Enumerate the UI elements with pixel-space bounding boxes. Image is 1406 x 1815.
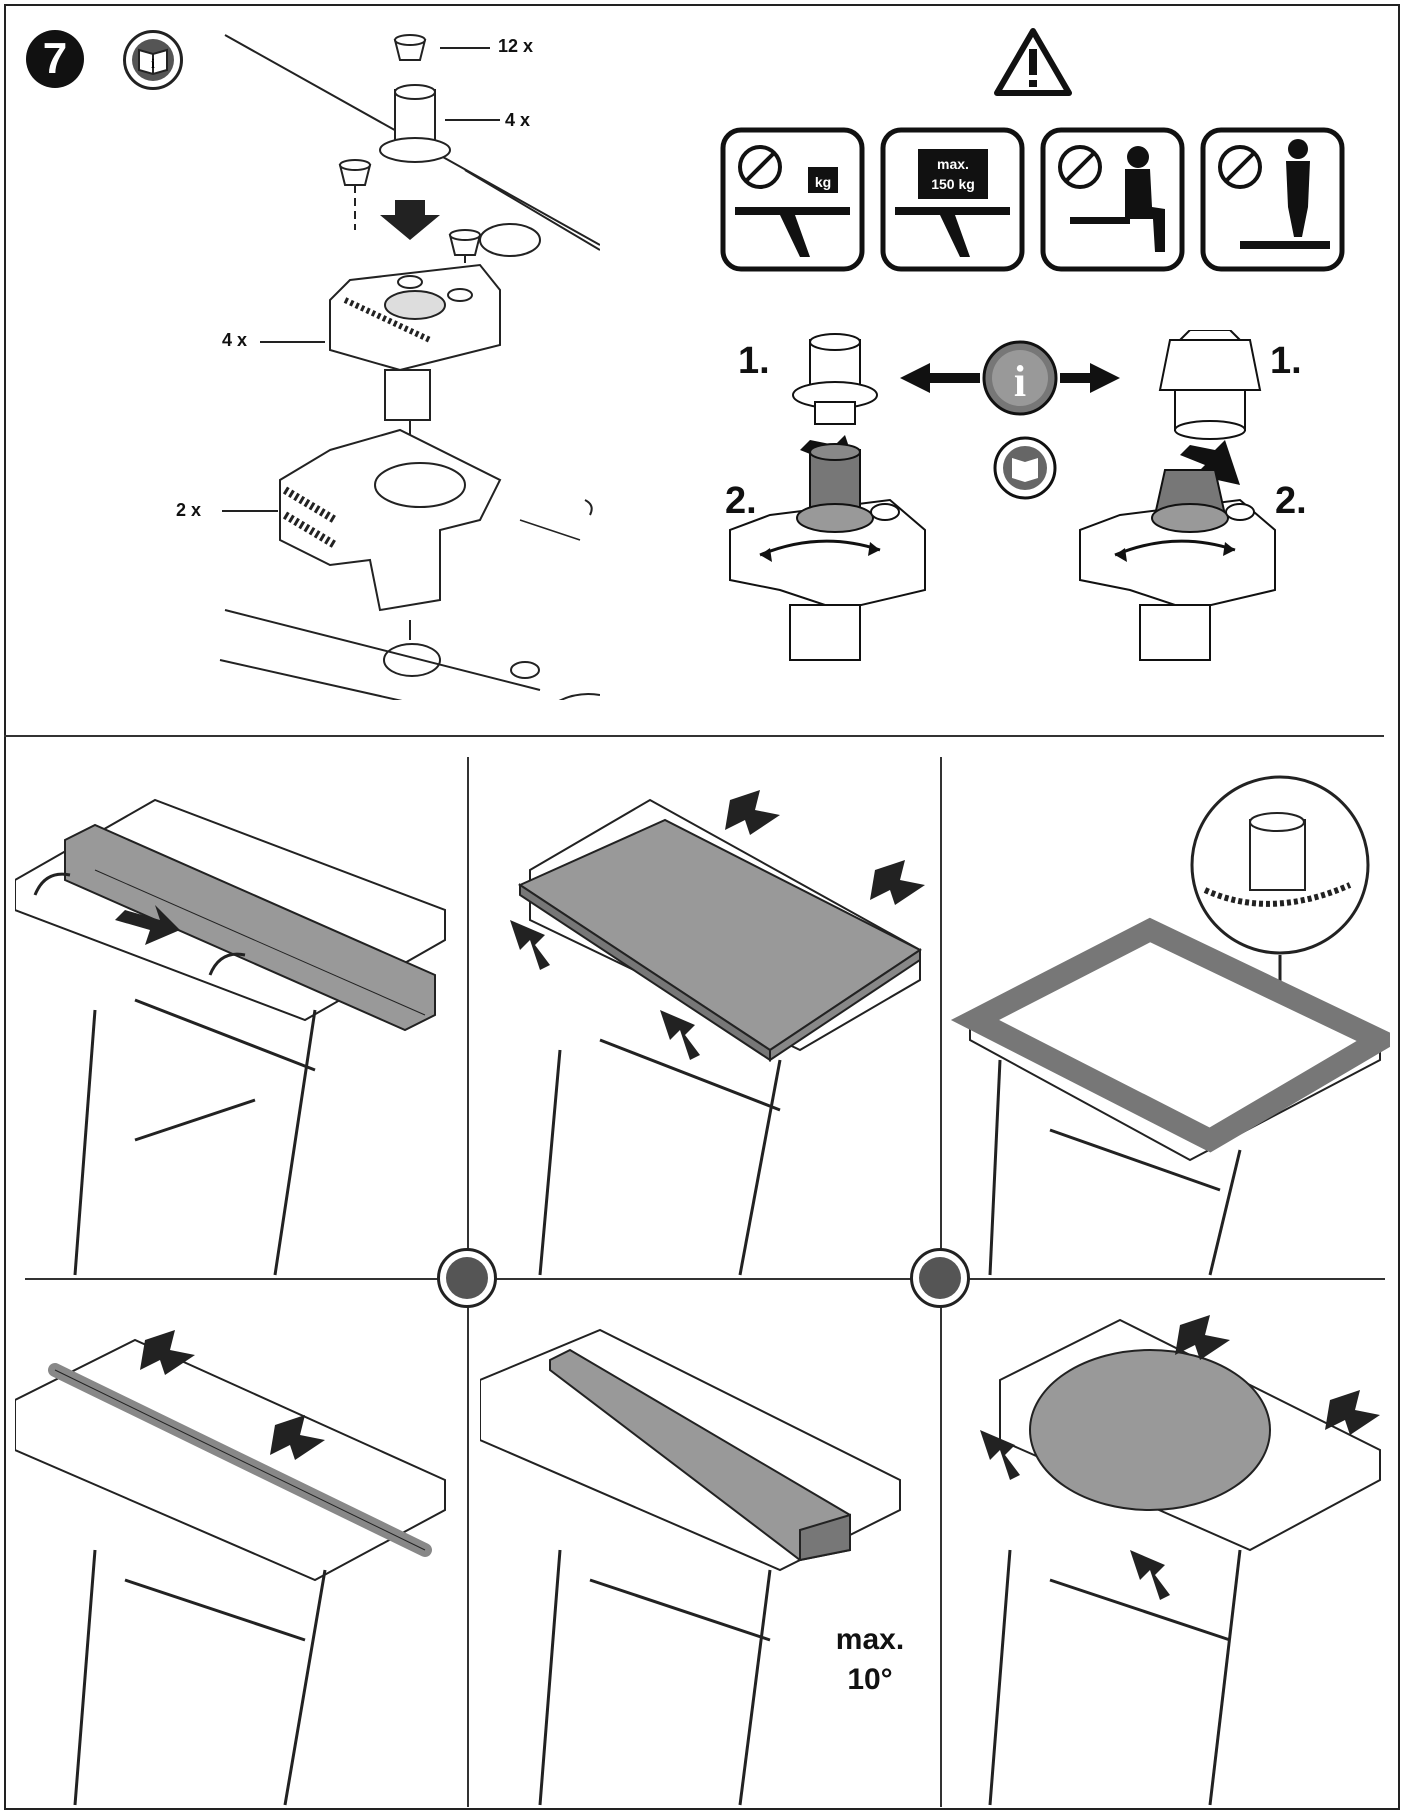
manual-info-icon-grid-right [910, 1248, 970, 1308]
max-load-value: 150 kg [931, 176, 975, 192]
panel-clamp-long-board [15, 798, 446, 1276]
warning-icon [994, 28, 1072, 96]
peg-orientation-diagram: i [729, 330, 1276, 661]
right-step-2-label: 2. [1275, 480, 1307, 522]
clamp-jaws-quantity-label: 4 x [222, 330, 248, 350]
exploded-assembly-diagram [219, 34, 600, 700]
page-border [4, 4, 1400, 1810]
step-number-badge: 7 [26, 30, 84, 88]
left-step-1-label: 1. [738, 340, 770, 382]
no-sitting-icon [1040, 127, 1185, 272]
manual-info-icon-grid-left [437, 1248, 497, 1308]
max-load-icon: max. 150 kg [880, 127, 1025, 272]
svg-text:i: i [1014, 357, 1026, 406]
caps-quantity-label: 12 x [498, 36, 534, 56]
kg-weight-label: kg [815, 174, 831, 190]
bench-jaws-quantity-label: 2 x [176, 500, 202, 520]
left-step-2-label: 2. [725, 480, 757, 522]
max-load-label: max. [937, 156, 969, 172]
max-angle-label: max. [835, 1623, 905, 1656]
panel-clamp-wide-board [510, 790, 925, 1276]
panel-clamp-pipe [15, 1330, 446, 1806]
panel-clamp-frame [950, 775, 1390, 1276]
svg-text:i: i [151, 57, 155, 72]
manual-info-icon: i [123, 30, 183, 90]
panel-clamp-round-disc [980, 1315, 1381, 1806]
no-standing-icon [1200, 127, 1345, 272]
section-divider [4, 735, 1384, 737]
grid-divider-h [25, 1278, 1385, 1280]
max-angle-value: 10° [847, 1663, 893, 1696]
max-angle-note: max. 10° [820, 1620, 920, 1700]
pegs-quantity-label: 4 x [505, 110, 531, 130]
right-step-1-label: 1. [1270, 340, 1302, 382]
panel-clamp-wedge [480, 1328, 901, 1806]
no-point-load-icon: kg [720, 127, 865, 272]
